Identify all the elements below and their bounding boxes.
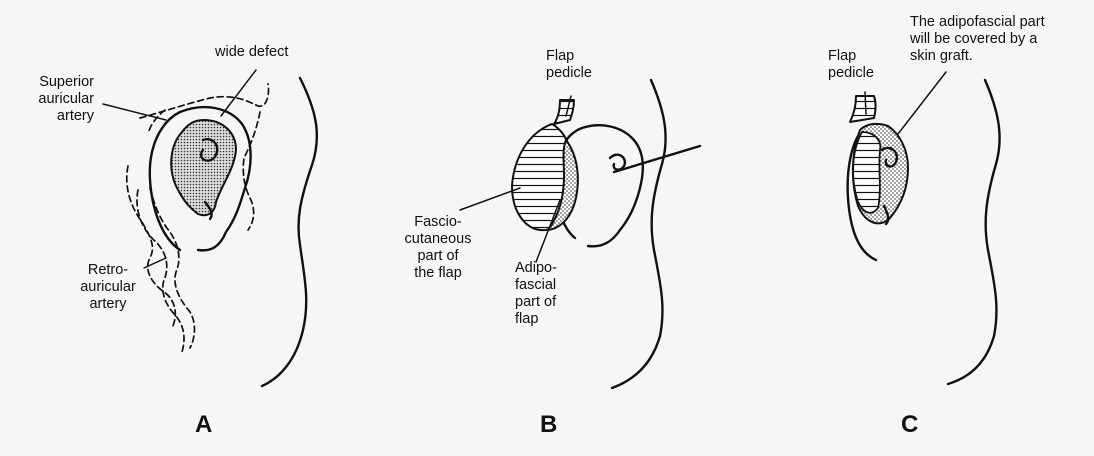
- label-flap-pedicle-b: Flap pedicle: [546, 48, 592, 82]
- panel-a-drawing: [103, 70, 317, 386]
- panel-letter-c: C: [901, 411, 918, 439]
- retractor-b: [614, 146, 700, 172]
- face-profile-a: [262, 78, 317, 386]
- flap-hatched-c: [853, 132, 880, 213]
- superior-auricular-artery-line: [140, 84, 269, 118]
- label-adipofascial-b: Adipo- fascial part of flap: [515, 260, 557, 328]
- leader-superior-artery: [103, 104, 166, 120]
- panel-letter-b: B: [540, 411, 557, 439]
- defect-area-a: [171, 120, 236, 215]
- panel-c-drawing: [848, 72, 1000, 384]
- label-superior-auricular-artery: Superior auricular artery: [20, 74, 94, 125]
- label-skin-graft-note: The adipofascial part will be covered by…: [910, 14, 1045, 65]
- face-profile-b: [612, 80, 666, 388]
- label-fasciocutaneous: Fascio- cutaneous part of the flap: [398, 214, 478, 282]
- leader-wide-defect: [221, 70, 256, 116]
- posterior-artery-a: [148, 110, 165, 134]
- panel-b-drawing: [460, 80, 700, 388]
- label-wide-defect: wide defect: [215, 44, 288, 61]
- label-retroauricular-artery: Retro- auricular artery: [68, 262, 148, 313]
- label-flap-pedicle-c: Flap pedicle: [828, 48, 874, 82]
- face-profile-c: [948, 80, 1000, 384]
- pedicle-b: [554, 100, 574, 124]
- concha-b: [610, 155, 625, 170]
- leader-flap-pedicle-c: [865, 92, 866, 114]
- panel-letter-a: A: [195, 411, 212, 439]
- pedicle-c: [850, 96, 876, 122]
- leader-skin-graft: [898, 72, 946, 134]
- leader-fasciocutaneous: [460, 188, 520, 210]
